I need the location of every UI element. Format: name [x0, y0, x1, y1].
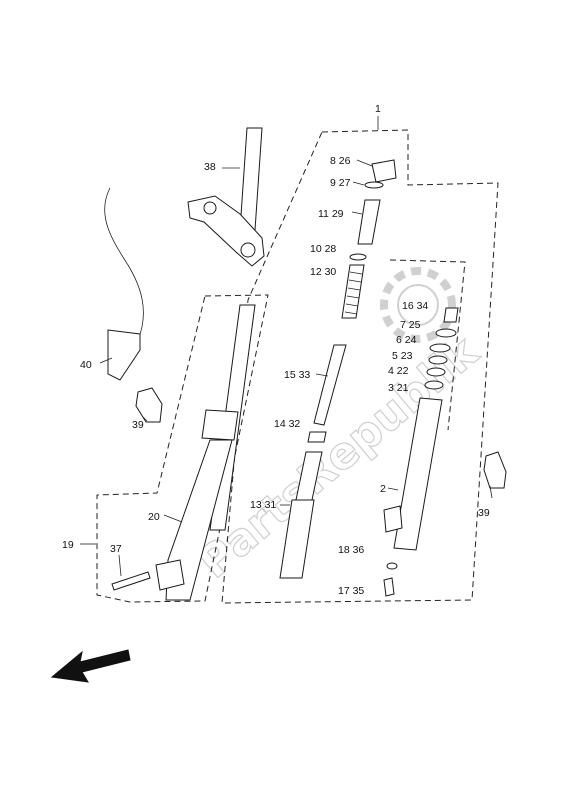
part-16-34-dust-seal: [443, 307, 459, 323]
label-11-29: 11 29: [318, 208, 344, 220]
label-4-22: 4 22: [388, 365, 409, 377]
arrow-front-left-icon: [50, 649, 131, 683]
label-1: 1: [375, 103, 381, 115]
group-outline-19: [96, 294, 269, 603]
part-13-31-inner-tube: [279, 451, 323, 579]
part-40-cable-guide: [99, 187, 144, 381]
label-12-30: 12 30: [310, 266, 336, 278]
part-8-26-cap-bolt: [356, 159, 397, 183]
part-39-left-clip: [135, 387, 163, 423]
part-3-21-bushing: [424, 380, 444, 390]
label-39-right: 39: [478, 507, 490, 519]
group-outline-1-inner: [389, 259, 466, 431]
part-12-30-fork-spring: [341, 264, 365, 319]
label-7-25: 7 25: [400, 319, 421, 331]
part-39-right-clip: [483, 451, 507, 499]
part-18-36-washer: [386, 562, 398, 570]
watermark-gear-icon: [380, 267, 456, 343]
part-2-outer-tube: [383, 397, 443, 551]
label-39-left: 39: [132, 419, 144, 431]
label-10-28: 10 28: [310, 243, 336, 255]
label-5-23: 5 23: [392, 350, 413, 362]
label-16-34: 16 34: [402, 300, 428, 312]
label-40: 40: [80, 359, 92, 371]
part-20-left-fork: [155, 304, 256, 601]
label-37: 37: [110, 543, 122, 555]
label-3-21: 3 21: [388, 382, 409, 394]
part-37-bolt: [111, 554, 151, 591]
part-7-25-oil-seal-clip: [435, 328, 457, 338]
part-14-32-rebound-spring: [307, 431, 327, 443]
part-9-27-oring: [352, 181, 384, 189]
label-2: 2: [380, 483, 386, 495]
label-19: 19: [62, 539, 74, 551]
label-14-32: 14 32: [274, 418, 300, 430]
part-5-23-washer: [428, 355, 448, 365]
label-20: 20: [148, 511, 160, 523]
label-13-31: 13 31: [250, 499, 276, 511]
label-8-26: 8 26: [330, 155, 351, 167]
part-labels: 1 38 8 26 9 27 11 29 10 28 12 30 16 34 7…: [62, 103, 490, 597]
part-38-steering-stem: [187, 127, 265, 267]
part-11-29-spacer: [351, 199, 381, 245]
label-18-36: 18 36: [338, 544, 364, 556]
part-10-28-washer: [349, 253, 367, 261]
part-17-35-drain-bolt: [383, 577, 395, 597]
label-9-27: 9 27: [330, 177, 351, 189]
label-6-24: 6 24: [396, 334, 417, 346]
label-15-33: 15 33: [284, 369, 310, 381]
part-15-33-damper-rod: [313, 344, 347, 426]
label-38: 38: [204, 161, 216, 173]
part-4-22-bushing: [426, 367, 446, 377]
part-6-24-oil-seal: [429, 343, 451, 353]
label-17-35: 17 35: [338, 585, 364, 597]
